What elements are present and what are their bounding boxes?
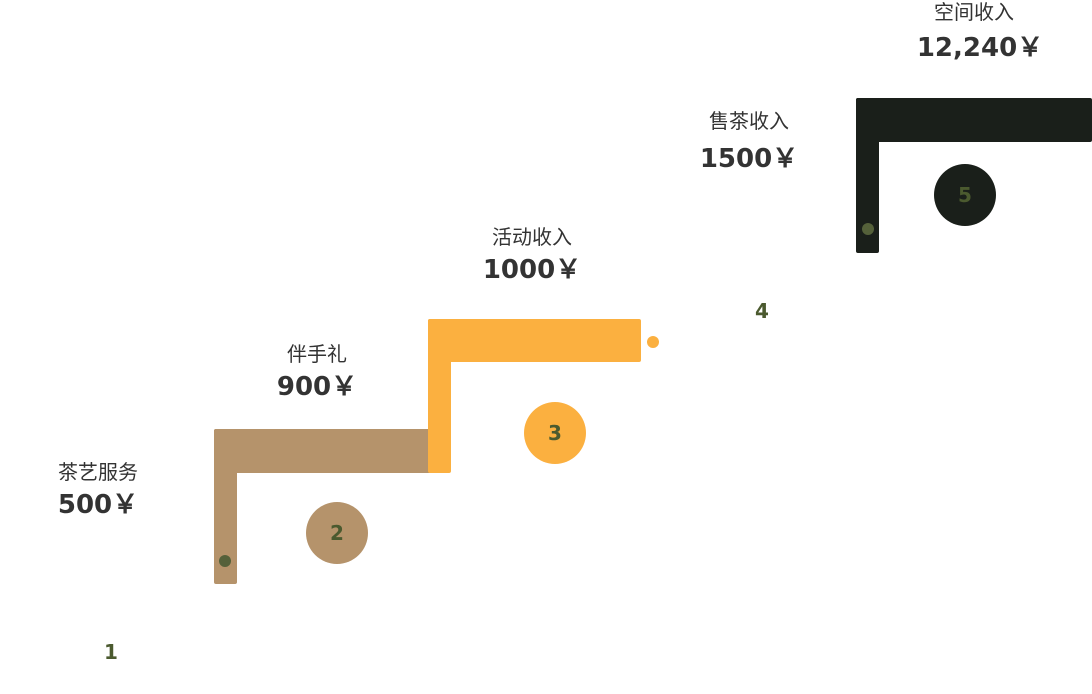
step-1-label: 茶艺服务 [58, 460, 138, 484]
step-3-number: 3 [548, 421, 562, 445]
step-5-bar-horizontal [856, 98, 1092, 142]
step-2-bar-vertical [214, 429, 237, 584]
step-4-number: 4 [755, 299, 769, 323]
step-1-number: 1 [104, 640, 118, 664]
step-5-dot [862, 223, 874, 235]
step-5-circle: 5 [934, 164, 996, 226]
step-2-label: 伴手礼 [287, 342, 347, 366]
step-5-label: 空间收入 [934, 0, 1014, 24]
step-2-bar-horizontal [214, 429, 448, 473]
step-2-dot [219, 555, 231, 567]
step-3-bar-vertical [428, 319, 451, 473]
step-5-value: 12,240￥ [916, 33, 1044, 63]
step-3-dot [647, 336, 659, 348]
step-4-label: 售茶收入 [709, 109, 789, 133]
step-3-value: 1000￥ [482, 255, 582, 285]
step-2-number: 2 [330, 521, 344, 545]
step-3-bar-horizontal [428, 319, 641, 362]
step-5-number: 5 [958, 183, 972, 207]
step-2-circle: 2 [306, 502, 368, 564]
step-3-label: 活动收入 [492, 225, 572, 249]
step-2-value: 900￥ [276, 372, 358, 402]
step-3-circle: 3 [524, 402, 586, 464]
step-1-value: 500￥ [57, 490, 139, 520]
step-4-value: 1500￥ [699, 144, 799, 174]
step-5-bar-vertical [856, 98, 879, 253]
